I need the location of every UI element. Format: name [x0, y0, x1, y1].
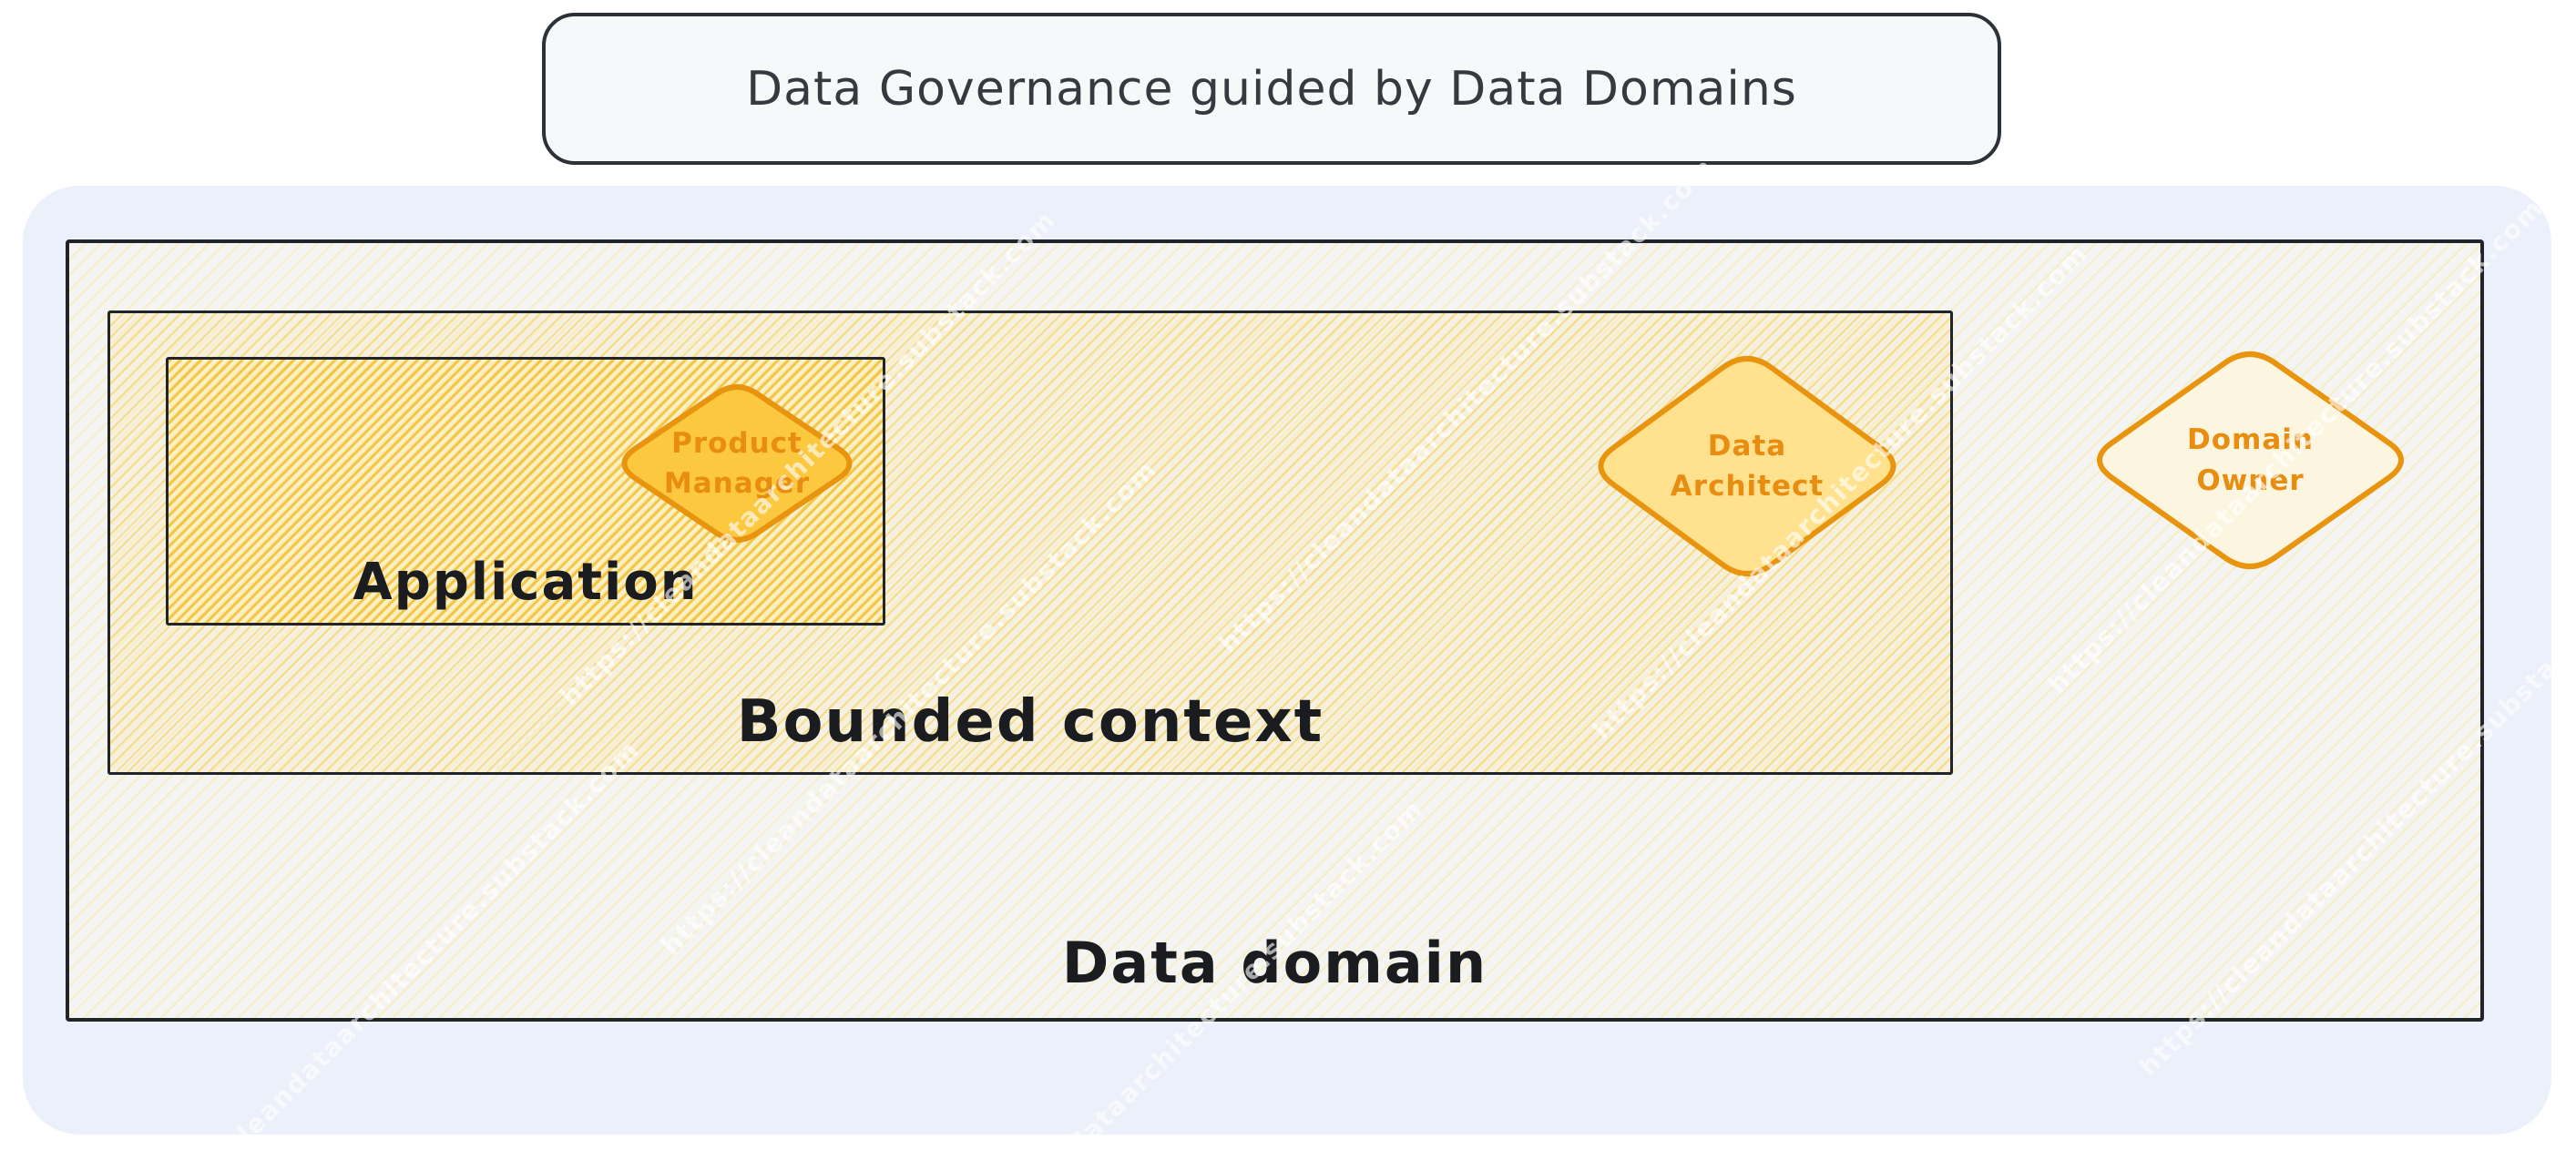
- data-architect-diamond: Data Architect: [1582, 343, 1912, 589]
- data-domain-box: Application Product Manager Bounded cont…: [66, 239, 2484, 1022]
- diagram-title-box: Data Governance guided by Data Domains: [542, 13, 2001, 165]
- diagram-title: Data Governance guided by Data Domains: [746, 61, 1797, 117]
- domain-owner-diamond: Domain Owner: [2080, 339, 2420, 582]
- diamond-shape-icon: [2097, 351, 2404, 569]
- bounded-context-label: Bounded context: [736, 688, 1324, 756]
- data-domain-label: Data domain: [1061, 930, 1488, 996]
- diamond-shape-icon: [621, 384, 853, 543]
- product-manager-label: Product Manager: [663, 426, 811, 500]
- data-architect-label: Data Architect: [1670, 429, 1825, 503]
- application-box: Application Product Manager: [166, 357, 885, 626]
- application-label: Application: [353, 553, 699, 612]
- bounded-context-box: Application Product Manager Bounded cont…: [107, 310, 1953, 775]
- governance-container: Application Product Manager Bounded cont…: [23, 186, 2551, 1135]
- diamond-shape-icon: [1598, 356, 1896, 576]
- domain-owner-label: Domain Owner: [2187, 423, 2314, 497]
- product-manager-diamond: Product Manager: [608, 374, 865, 553]
